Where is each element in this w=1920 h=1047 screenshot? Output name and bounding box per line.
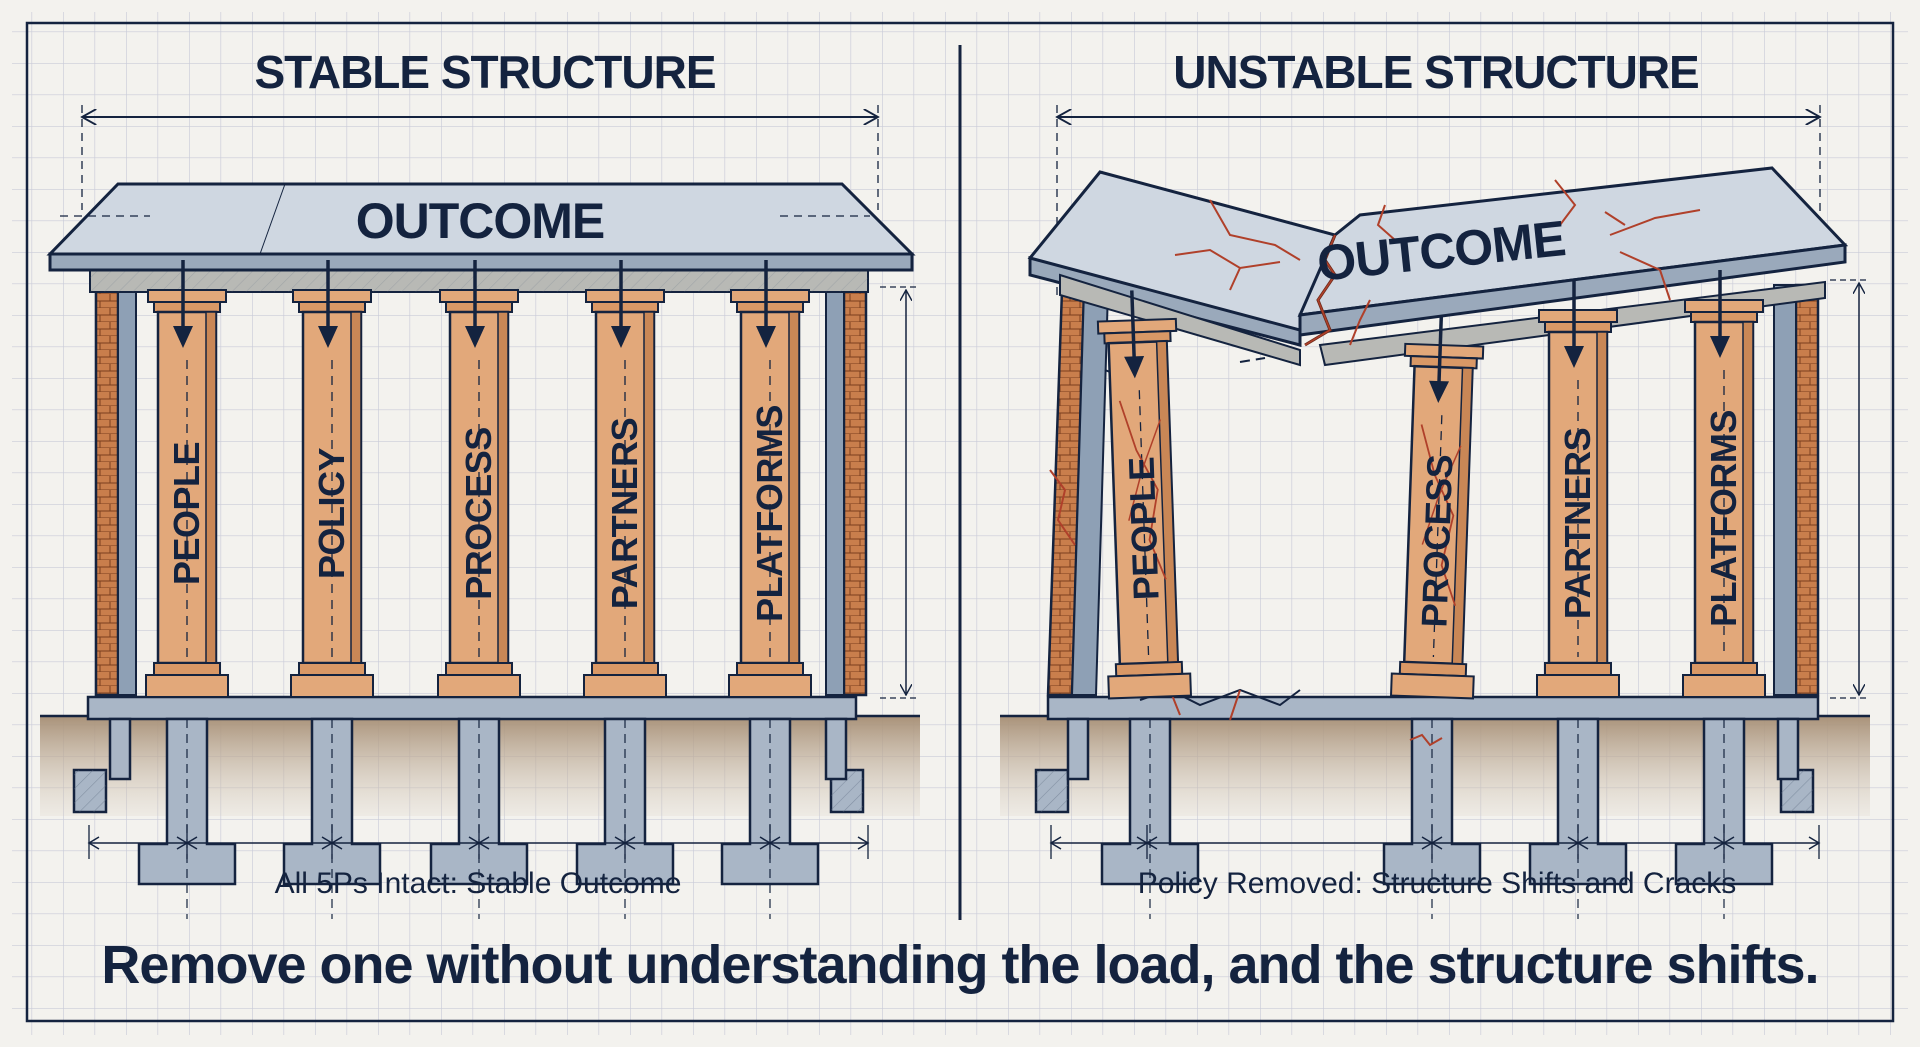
frame-border xyxy=(25,21,1895,1023)
end-footing-block xyxy=(1034,768,1070,814)
left-panel-title: STABLE STRUCTURE xyxy=(254,46,715,98)
tagline: Remove one without understanding the loa… xyxy=(101,935,1818,995)
footing xyxy=(720,717,820,919)
bottom-dimension-line xyxy=(1049,825,1821,859)
footing xyxy=(137,717,237,919)
load-arrow-icon xyxy=(1437,315,1444,388)
outcome-slab: OUTCOME xyxy=(46,182,916,272)
outcome-slab-cracked: OUTCOME xyxy=(1027,166,1849,393)
unstable-structure: OUTCOME PEOPLE PROCESS PARTNERS PLATFORMS P… xyxy=(1000,105,1870,919)
pillar-label: PEOPLE xyxy=(1121,456,1167,600)
pillar-partners: PARTNERS xyxy=(1536,280,1620,698)
bottom-dimension-line xyxy=(87,825,870,859)
pillar-process: PROCESS xyxy=(437,260,521,698)
pillar-label: POLICY xyxy=(311,448,352,580)
pillar-platforms: PLATFORMS xyxy=(728,260,812,698)
pillar-label: PARTNERS xyxy=(604,418,645,609)
footing xyxy=(282,717,382,919)
pillar-partners: PARTNERS xyxy=(583,260,667,698)
pillar-people: PEOPLE xyxy=(145,260,229,698)
right-brick-wall xyxy=(842,288,868,697)
footing xyxy=(1100,717,1200,919)
foundation-beam-cracked xyxy=(1046,695,1820,721)
top-dimension-line xyxy=(82,105,878,210)
footing xyxy=(1674,717,1774,919)
height-dimension-line xyxy=(1830,279,1870,699)
pillar-people: PEOPLE xyxy=(1096,290,1193,700)
pillar-label: PLATFORMS xyxy=(1703,410,1744,627)
left-caption: All 5Ps Intact: Stable Outcome xyxy=(275,867,682,900)
right-wall-face xyxy=(825,289,845,696)
stable-structure: OUTCOME PEOPLE POLICY PROCESS PARTNERS PLATF… xyxy=(40,105,920,919)
load-arrow-icon xyxy=(1130,290,1137,363)
footing xyxy=(575,717,675,919)
height-dimension-line xyxy=(880,286,918,699)
pillar-label: PROCESS xyxy=(1413,454,1460,628)
outcome-label: OUTCOME xyxy=(356,193,605,249)
right-wall-face xyxy=(1773,284,1797,696)
pillar-label: PLATFORMS xyxy=(749,405,790,622)
end-footing-block xyxy=(72,768,108,814)
right-caption: Policy Removed: Structure Shifts and Cra… xyxy=(1138,867,1737,900)
left-brick-wall xyxy=(94,288,120,697)
pillar-platforms: PLATFORMS xyxy=(1682,270,1766,698)
foundation-beam xyxy=(86,695,858,721)
pillar-process: PROCESS xyxy=(1389,315,1485,700)
footing xyxy=(429,717,529,919)
pillar-policy: POLICY xyxy=(290,260,374,698)
footing xyxy=(1382,717,1482,919)
pillar-label: PROCESS xyxy=(458,427,499,600)
right-panel-title: UNSTABLE STRUCTURE xyxy=(1173,46,1698,98)
footing xyxy=(1528,717,1628,919)
pillar-label: PEOPLE xyxy=(166,442,207,585)
right-brick-wall xyxy=(1794,283,1820,697)
pillar-label: PARTNERS xyxy=(1557,428,1598,619)
left-wall-face xyxy=(117,289,137,696)
